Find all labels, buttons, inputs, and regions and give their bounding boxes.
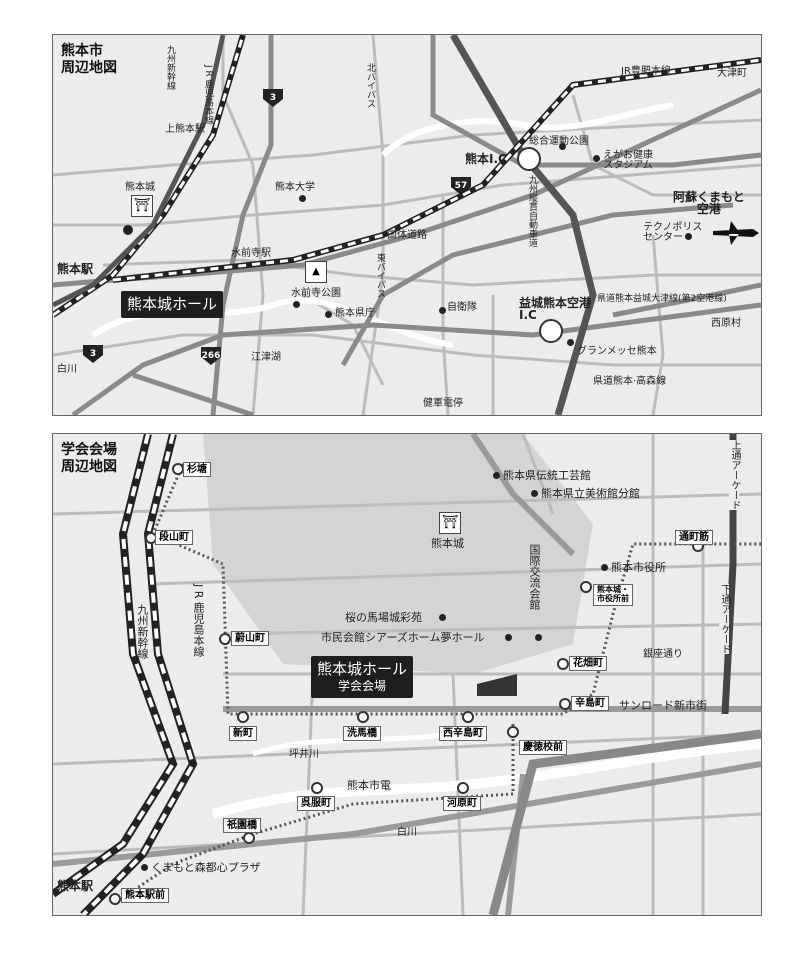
route-shield-57: 57 — [451, 177, 471, 195]
bijutsukan-label: 熊本県立美術館分館 — [541, 487, 640, 500]
sogo-undo-dot — [559, 143, 566, 150]
egao-dot — [593, 155, 600, 162]
suizenji-park-dot — [293, 301, 300, 308]
stop-hanabatake: 花畑町 — [569, 656, 607, 671]
shirakawa-river — [211, 739, 761, 819]
mori-toshin-label: くまもと森都心プラザ — [151, 861, 261, 874]
stop-nishi-karashima: 西辛島町 — [439, 726, 487, 741]
kenmichi-ozu-label: 県道熊本益城大津線(第2空港線) — [597, 294, 727, 304]
route-shield-266: 266 — [201, 347, 221, 365]
castle-label: 熊本城 — [125, 182, 155, 193]
kokusai-label: 国際交流会館 — [528, 544, 541, 610]
stop-karashima: 辛島町 — [571, 696, 609, 711]
expressway-label: 九州縦貫自動車道 — [527, 175, 537, 247]
stop-kawaramachi: 河原町 — [443, 796, 481, 811]
stop-hokoyama: 蔚山町 — [231, 631, 269, 646]
shinkansen-label: 九州新幹線 — [165, 45, 175, 90]
kamitori-label: 上通アーケード — [729, 440, 740, 510]
kumamoto-station-label-2: 熊本駅 — [57, 879, 94, 893]
airport-label: 阿蘇くまもと 空港 — [673, 190, 745, 216]
kumamoto-univ-dot — [299, 195, 306, 202]
city-area-map: 熊本市 周辺地図 J R 鹿児島本線 九州新幹線 上熊本駅 北バイパス JR豊肥… — [52, 34, 762, 416]
expressway — [449, 35, 597, 415]
stop-gofukumachi: 呉服町 — [297, 796, 335, 811]
stop-keitoku: 慶徳校前 — [519, 740, 567, 755]
stop-danyama: 段山町 — [155, 530, 193, 545]
river — [380, 102, 674, 158]
kenchou-dot — [325, 311, 332, 318]
sogo-undo-label: 総合運動公園 — [529, 136, 589, 147]
sunroad-label: サンロード新市街 — [619, 699, 707, 712]
map1-roads — [53, 35, 761, 415]
route-shield-3b: 3 — [83, 345, 103, 363]
dentou-dot — [493, 472, 500, 479]
shimin-dot — [505, 634, 512, 641]
castle-icon: ⛩ — [131, 195, 153, 217]
kenchou-label: 熊本県庁 — [335, 308, 375, 319]
mori-dot — [141, 864, 148, 871]
shimin-label: 市民会館シアーズホーム夢ホール — [321, 631, 485, 644]
shirakawa-label: 白川 — [57, 364, 77, 375]
bijutsukan-dot — [531, 490, 538, 497]
suizenji-park-label: 水前寺公園 — [291, 288, 341, 299]
stop-tori-cho: 通町筋 — [675, 530, 713, 545]
jieitai-label: 自衛隊 — [447, 302, 477, 313]
kenmichi-takamori-label: 県道熊本·高森線 — [593, 376, 667, 387]
castle-icon-2: ⛩ — [439, 512, 461, 534]
venue-area-map: 学会会場 周辺地図 上通アーケード 下通アーケード 熊本県伝統工芸館 熊本県立美… — [52, 433, 762, 916]
stop-sugido: 杉塘 — [183, 462, 211, 477]
shimotori-label: 下通アーケード — [719, 584, 730, 654]
suizenji-label: 水前寺駅 — [231, 248, 271, 259]
technopolis-label: テクノポリス センター — [643, 222, 703, 243]
castle-grounds — [203, 434, 593, 674]
shiyakusho-label: 熊本市役所 — [611, 561, 666, 574]
kumamoto-univ-label: 熊本大学 — [275, 182, 315, 193]
tsuboigawa-label: 坪井川 — [289, 749, 319, 760]
kami-kumamoto-label: 上熊本駅 — [165, 124, 205, 135]
ezuko-label: 江津湖 — [251, 352, 281, 363]
dentou-label: 熊本県伝統工芸館 — [503, 469, 591, 482]
jr-kagoshima-label: J R 鹿児島本線 — [203, 65, 213, 125]
route-shield-3: 3 — [263, 89, 283, 107]
stop-shiyakusho-mae: 熊本城・ 市役所前 — [593, 584, 633, 606]
grandmesse-dot — [567, 339, 574, 346]
jr-hohi-label: JR豊肥本線 — [621, 66, 671, 77]
map2-roads — [53, 434, 761, 915]
shinkansen-label-2: 九州新幹線 — [136, 604, 149, 659]
airplane-icon — [713, 221, 759, 245]
stop-gion: 祇園橋 — [223, 818, 261, 833]
castle-dot — [123, 225, 133, 235]
grandmesse-label: グランメッセ熊本 — [577, 346, 657, 357]
mashiki-ic-label: 益城熊本空港 I.C — [519, 296, 592, 322]
technopolis-dot — [685, 233, 692, 240]
nishihara-label: 西原村 — [711, 318, 741, 329]
kumamoto-station-label: 熊本駅 — [57, 262, 94, 276]
sakura-label: 桜の馬場城彩苑 — [345, 611, 422, 624]
map1-title: 熊本市 周辺地図 — [61, 43, 117, 76]
kengun-label: 健軍電停 — [423, 398, 463, 409]
sakura-dot — [439, 614, 446, 621]
stop-shinmachi: 新町 — [229, 726, 257, 741]
kokusai-dot — [535, 634, 542, 641]
kokutai-label: 国体道路 — [387, 230, 427, 241]
kita-bypass-label: 北バイパス — [365, 63, 375, 108]
stop-senbabashi: 洗馬橋 — [343, 726, 381, 741]
map2-title: 学会会場 周辺地図 — [61, 442, 117, 475]
hall-callout: 熊本城ホール — [121, 291, 224, 318]
kumamoto-ic-label: 熊本I.C — [465, 152, 507, 166]
egao-label: えがお健康 スタジアム — [603, 150, 653, 171]
hall-callout-2: 熊本城ホール学会会場 — [311, 656, 414, 698]
higashi-bypass-label: 東バイパス — [375, 253, 385, 298]
ozu-label: 大津町 — [717, 68, 747, 79]
jr-label-2: J R 鹿児島本線 — [192, 584, 205, 657]
ginza-label: 銀座通り — [643, 649, 683, 660]
stop-kumamoto-st-mae: 熊本駅前 — [121, 888, 169, 903]
jieitai-dot — [439, 307, 446, 314]
castle-label-2: 熊本城 — [431, 537, 464, 550]
tram-label: 熊本市電 — [347, 779, 391, 792]
shiyakusho-dot — [601, 564, 608, 571]
park-icon: ▲ — [305, 261, 327, 283]
shirakawa-label-2: 白川 — [397, 827, 417, 838]
hall-building — [477, 674, 517, 696]
